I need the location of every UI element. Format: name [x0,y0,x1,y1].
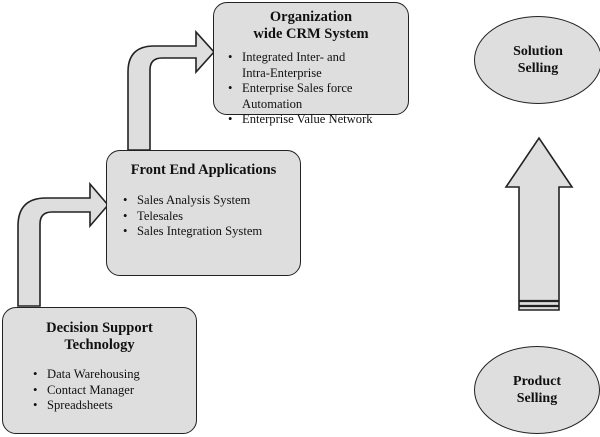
list-item: Sales Integration System [123,224,292,240]
solution-selling-oval: Solution Selling [474,16,600,104]
front-end-applications-box: Front End Applications Sales Analysis Sy… [106,150,301,276]
curved-arrow-to-crm [127,29,216,151]
up-arrow [504,136,574,311]
list-item: Data Warehousing [33,367,188,383]
list-item: Contact Manager [33,383,188,399]
list-item: Telesales [123,209,292,225]
curved-arrow-to-front-end [17,181,110,307]
decision-support-list: Data Warehousing Contact Manager Spreads… [33,367,188,414]
list-item: Spreadsheets [33,398,188,414]
crm-system-box: Organization wide CRM System Integrated … [213,2,409,127]
front-end-applications-title: Front End Applications [130,162,277,178]
decision-support-box: Decision Support Technology Data Warehou… [2,307,197,434]
front-end-applications-list: Sales Analysis System Telesales Sales In… [123,193,292,240]
list-item: Sales Analysis System [123,193,292,209]
crm-system-title: Organization wide CRM System [253,9,369,42]
product-selling-oval: Product Selling [474,346,600,434]
decision-support-title: Decision Support Technology [46,320,153,353]
list-item: Enterprise Value Network [228,112,400,128]
